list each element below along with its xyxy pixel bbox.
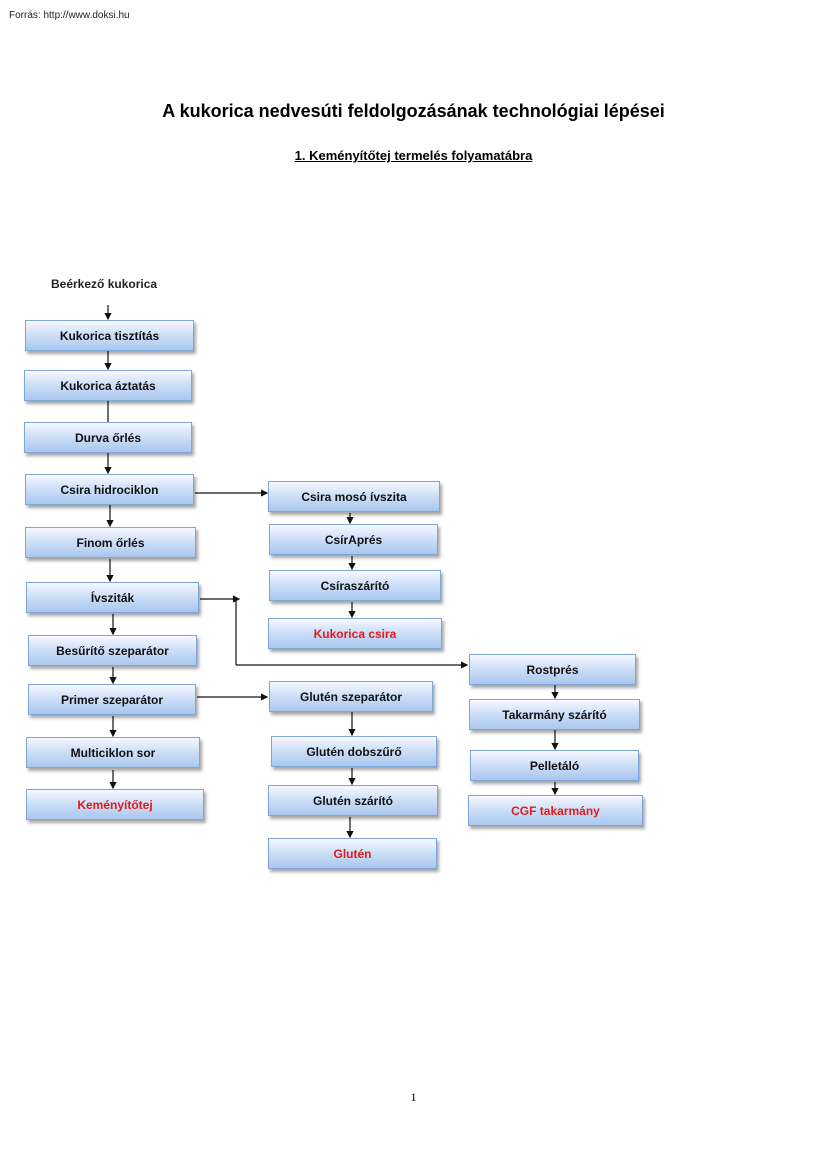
start-label: Beérkező kukorica: [51, 277, 158, 291]
box-kemenyitotej: Keményítőtej: [26, 789, 204, 820]
box-csirapres: CsírAprés: [269, 524, 438, 555]
box-gluten: Glutén: [268, 838, 437, 869]
box-durva-orles: Durva őrlés: [24, 422, 192, 453]
box-csira-moso-ivszita: Csira mosó ívszita: [268, 481, 440, 512]
box-primer-szeparator: Primer szeparátor: [28, 684, 196, 715]
box-finom-orles: Finom őrlés: [25, 527, 196, 558]
box-besurito-szeparator: Besűrítő szeparátor: [28, 635, 197, 666]
box-kukorica-aztatas: Kukorica áztatás: [24, 370, 192, 401]
box-pelletalo: Pelletáló: [470, 750, 639, 781]
page-subtitle: 1. Keményítőtej termelés folyamatábra: [294, 148, 533, 163]
box-cgf-takarmany: CGF takarmány: [468, 795, 643, 826]
box-multiciklon-sor: Multiciklon sor: [26, 737, 200, 768]
box-ivszitak: Ívsziták: [26, 582, 199, 613]
box-gluten-szarito: Glutén szárító: [268, 785, 438, 816]
box-gluten-dobszuro: Glutén dobszűrő: [271, 736, 437, 767]
page-title: A kukorica nedvesúti feldolgozásának tec…: [162, 101, 665, 121]
box-takarmany-szarito: Takarmány szárító: [469, 699, 640, 730]
box-kukorica-tisztitas: Kukorica tisztítás: [25, 320, 194, 351]
page-number: 1: [410, 1090, 417, 1104]
box-csira-hidrociklon: Csira hidrociklon: [25, 474, 194, 505]
box-csiraszarito: Csíraszárító: [269, 570, 441, 601]
box-gluten-szeparator: Glutén szeparátor: [269, 681, 433, 712]
box-rostpres: Rostprés: [469, 654, 636, 685]
box-kukorica-csira: Kukorica csira: [268, 618, 442, 649]
source-line[interactable]: Forrás: http://www.doksi.hu: [9, 10, 130, 21]
